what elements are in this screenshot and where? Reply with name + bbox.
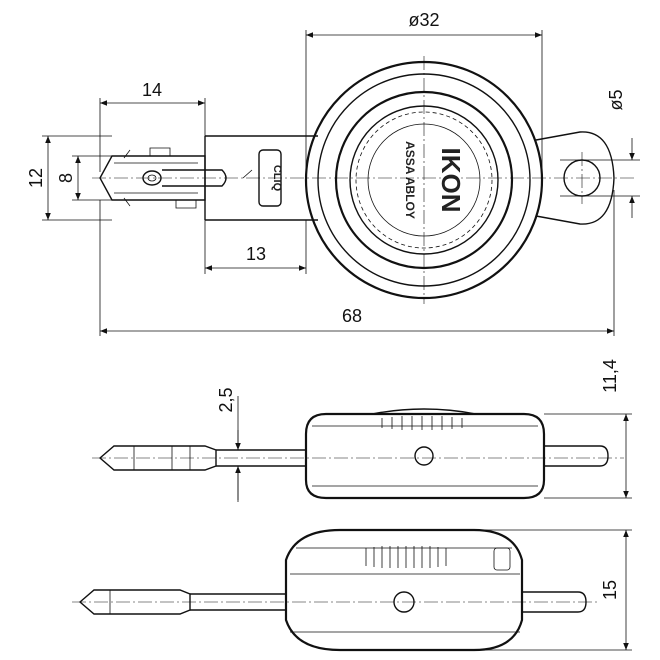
ikon-brand-text: IKON [436,148,466,213]
dim-blade-2-5: 2,5 [216,387,236,412]
dim-thickness-11-4: 11,4 [600,359,620,393]
side-view-middle: 2,5 11,4 [92,359,632,502]
dim-overall-68: 68 [342,306,362,326]
side-view-bottom: 15 [72,528,632,652]
dim-width-13: 13 [246,244,266,264]
dim-height-12: 12 [26,168,46,188]
top-view: CLIQ IKON ASSA ABLOY ø32 14 [26,10,640,336]
dim-height-8: 8 [56,173,76,183]
dim-diameter-5: ø5 [606,89,626,110]
key-head-side-middle [304,412,546,500]
dim-width-14: 14 [142,80,162,100]
dim-diameter-32: ø32 [408,10,439,30]
assa-abloy-text: ASSA ABLOY [403,141,417,219]
key-head-side-bottom [284,528,524,652]
dim-thickness-15: 15 [600,580,620,600]
